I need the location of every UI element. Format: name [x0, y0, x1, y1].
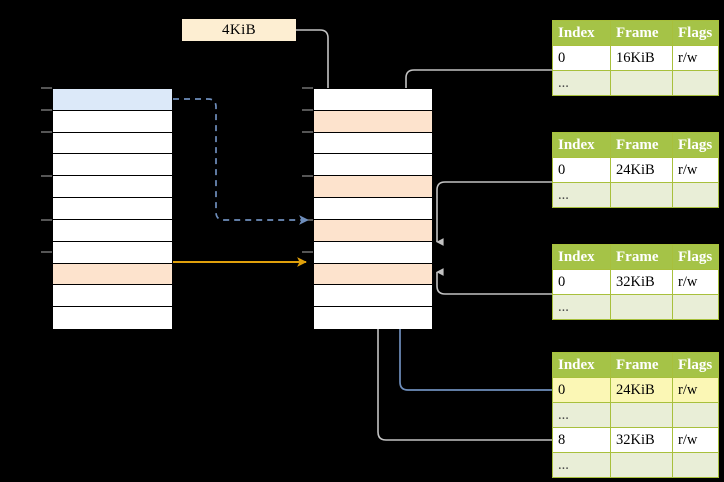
table-cell-frame — [610, 452, 673, 478]
physical-frame-row — [314, 154, 432, 177]
table-cell-frame — [610, 294, 673, 320]
column-header-index: Index — [552, 20, 611, 46]
table-row[interactable]: ... — [552, 294, 719, 320]
table-cell-frame: 32KiB — [610, 427, 673, 453]
table-cell-index: 0 — [552, 377, 611, 403]
column-header-flags: Flags — [672, 132, 719, 158]
virtual-page-row — [53, 307, 172, 329]
physical-frame-row — [314, 176, 432, 199]
table-cell-index: ... — [552, 70, 611, 96]
virtual-page-row — [53, 154, 172, 177]
table-row[interactable]: ... — [552, 452, 719, 478]
physical-column-ticks — [302, 87, 313, 253]
column-header-frame: Frame — [610, 352, 673, 378]
virtual-page-row — [53, 110, 172, 133]
virtual-page-row — [53, 132, 172, 155]
table-cell-flags — [672, 182, 719, 208]
page-size-label: 4KiB — [182, 19, 296, 41]
physical-frame-row — [314, 110, 432, 133]
physical-frame-row — [314, 132, 432, 155]
table-cell-frame: 16KiB — [610, 45, 673, 71]
table3-to-frame-connector — [436, 268, 552, 295]
table-cell-index: 0 — [552, 157, 611, 183]
column-header-flags: Flags — [672, 352, 719, 378]
table-row[interactable]: ... — [552, 402, 719, 428]
physical-frame-row — [314, 89, 432, 111]
column-header-index: Index — [552, 244, 611, 270]
table-cell-index: ... — [552, 452, 611, 478]
column-header-index: Index — [552, 352, 611, 378]
physical-frame-row — [314, 198, 432, 220]
table-cell-flags: r/w — [672, 269, 719, 295]
table-row[interactable]: ... — [552, 182, 719, 208]
table-cell-flags — [672, 452, 719, 478]
physical-frame-row — [314, 219, 432, 242]
table-cell-index: ... — [552, 182, 611, 208]
table-cell-index: ... — [552, 294, 611, 320]
table-cell-index: 0 — [552, 269, 611, 295]
physical-frame-row — [314, 307, 432, 329]
table-cell-frame: 24KiB — [610, 377, 673, 403]
virtual-page-row — [53, 285, 172, 308]
table-cell-flags: r/w — [672, 157, 719, 183]
table-cell-frame — [610, 182, 673, 208]
table-cell-flags — [672, 402, 719, 428]
table-cell-flags: r/w — [672, 377, 719, 403]
physical-frame-row — [314, 285, 432, 308]
table-cell-flags — [672, 70, 719, 96]
virtual-page-row — [53, 263, 172, 286]
virtual-page-row — [53, 219, 172, 242]
table-cell-flags — [672, 294, 719, 320]
table-row[interactable]: ... — [552, 70, 719, 96]
physical-frame-row — [314, 241, 432, 264]
table-cell-flags: r/w — [672, 427, 719, 453]
virtual-column-ticks — [41, 87, 52, 253]
column-header-flags: Flags — [672, 20, 719, 46]
physical-memory-column — [313, 88, 433, 329]
table2-to-frame-connector — [436, 181, 552, 246]
table-cell-index: ... — [552, 402, 611, 428]
virtual-page-row — [53, 198, 172, 220]
frame-to-table4-connector — [398, 233, 552, 391]
table-cell-index: 8 — [552, 427, 611, 453]
column-header-frame: Frame — [610, 244, 673, 270]
table1-to-frame-connector — [405, 69, 552, 202]
size-to-frame-connector — [296, 29, 335, 114]
column-header-flags: Flags — [672, 244, 719, 270]
virtual-page-row — [53, 241, 172, 264]
column-header-frame: Frame — [610, 132, 673, 158]
table-cell-frame: 32KiB — [610, 269, 673, 295]
column-header-index: Index — [552, 132, 611, 158]
table-cell-frame — [610, 402, 673, 428]
column-header-frame: Frame — [610, 20, 673, 46]
virtual-page-row — [53, 89, 172, 111]
table-cell-frame: 24KiB — [610, 157, 673, 183]
virtual-to-physical-dashed-connector — [173, 98, 309, 225]
virtual-page-row — [53, 176, 172, 199]
physical-frame-row — [314, 263, 432, 286]
table-cell-flags: r/w — [672, 45, 719, 71]
table-cell-frame — [610, 70, 673, 96]
table-cell-index: 0 — [552, 45, 611, 71]
virtual-address-space-column — [52, 88, 173, 329]
